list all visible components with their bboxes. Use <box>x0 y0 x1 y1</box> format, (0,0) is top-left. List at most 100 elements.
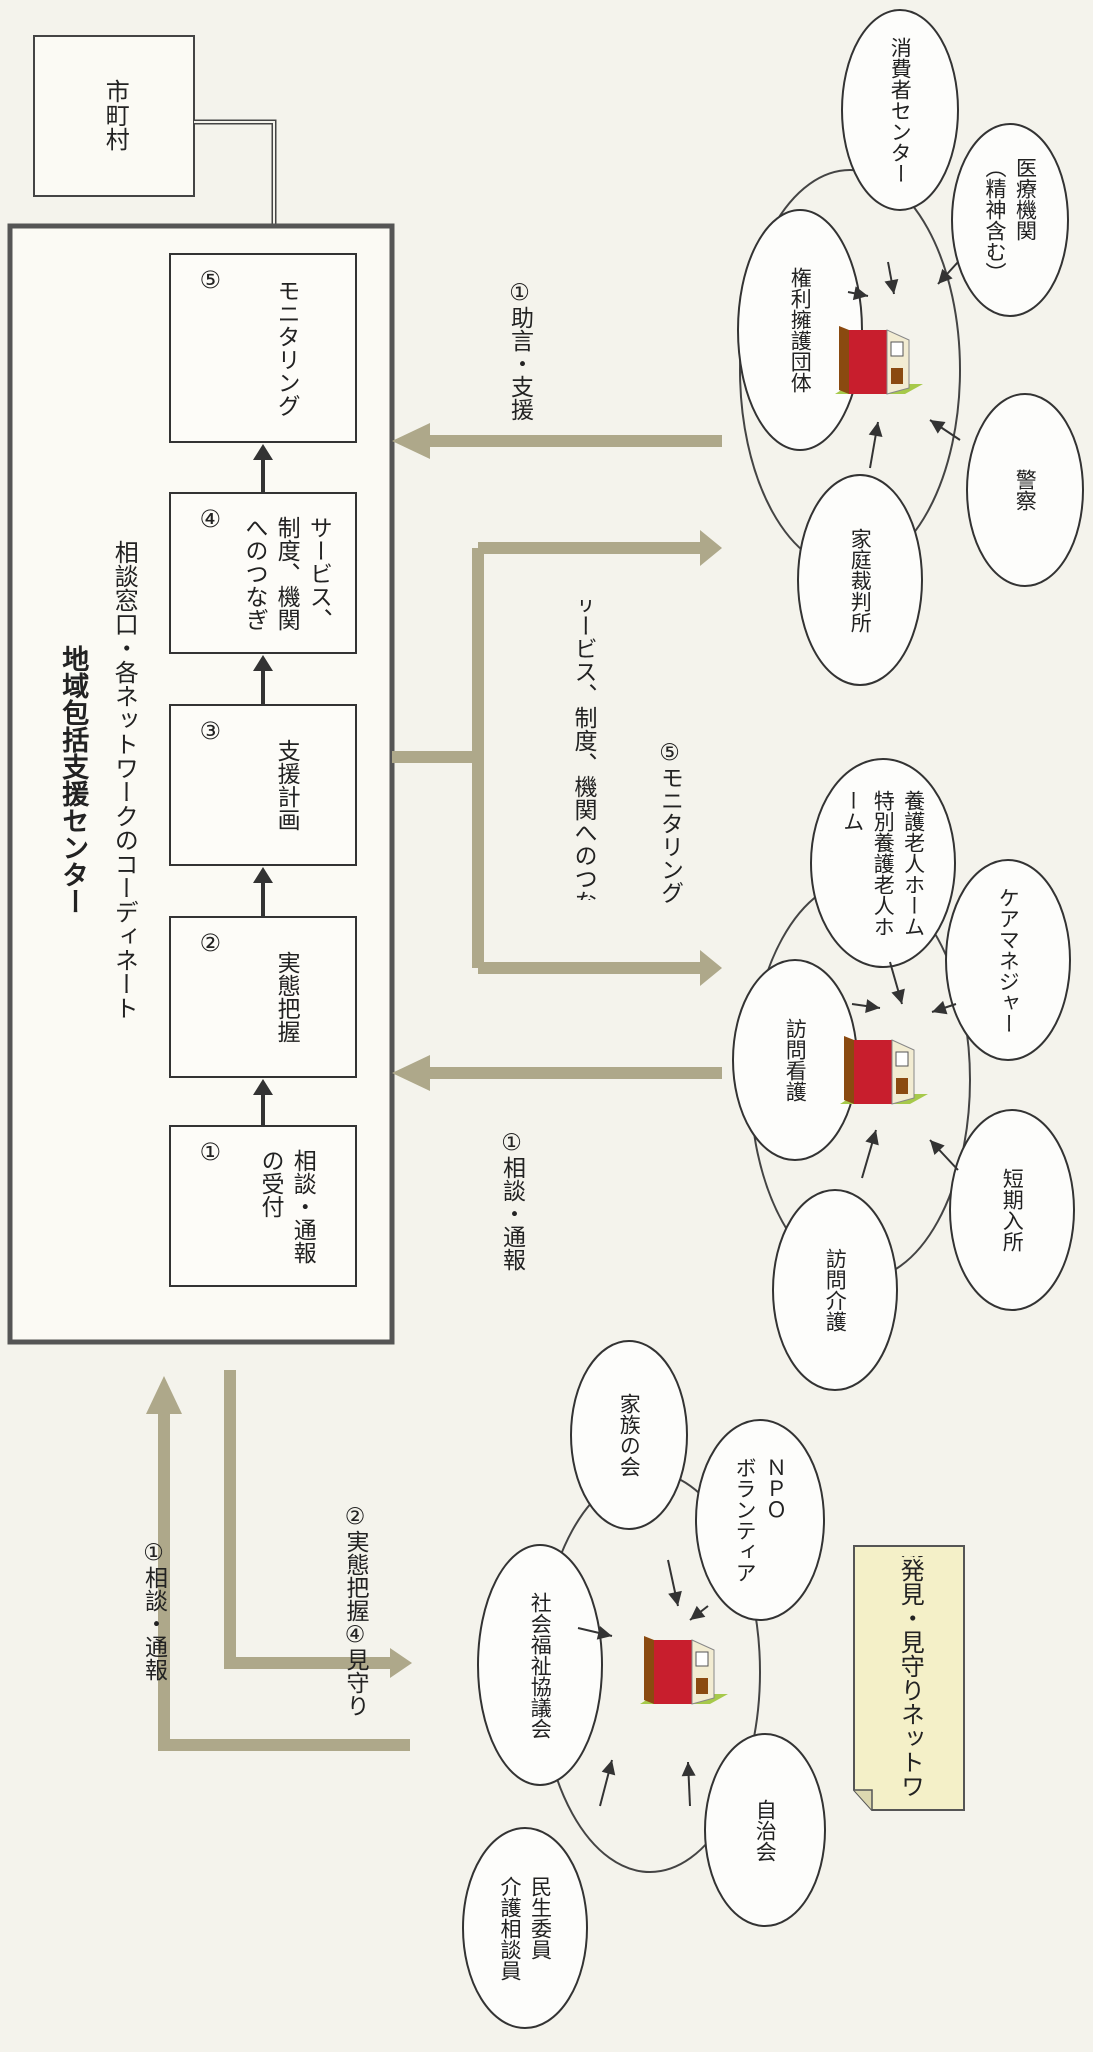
service-member-1: 訪問介護 <box>823 1248 847 1332</box>
service-member-1-ellipse <box>772 1189 898 1391</box>
service-arrow-3-head <box>891 988 905 1004</box>
flow-bottom-in: ①相談・通報 <box>141 1540 167 1681</box>
step-3-num-text: ③ <box>196 717 225 745</box>
center-title-text: 地域包括支援センター <box>57 645 89 915</box>
step-3-label-text: 支援計画 <box>273 739 300 831</box>
early_detection-member-5-text: 自治会 <box>753 1798 778 1862</box>
expert-arrow-4-head <box>938 268 953 284</box>
expert-house-wall <box>849 330 887 394</box>
expert-house <box>835 326 923 395</box>
early-detection-label-fold <box>854 1789 873 1810</box>
step-5-num: ⑤ <box>196 266 225 294</box>
flow-middle-out-line-1: ④サービス、制度、機関 <box>570 600 596 821</box>
service-house-wall <box>854 1040 892 1104</box>
middle-in-arrow-head <box>392 1055 430 1091</box>
municipality-box <box>33 35 195 197</box>
step-2-num: ② <box>196 929 224 957</box>
early_detection-house <box>640 1636 728 1705</box>
service-arrow-5-head <box>930 1140 945 1156</box>
middle-fork-bottom-head <box>700 950 722 986</box>
bottom-in-arrow-shaft <box>158 1412 410 1751</box>
step-1-label: 相談・通報 の受付 <box>257 1148 316 1264</box>
early_detection-arrow-3-head <box>668 1590 682 1606</box>
expert-member-5-text: 警察 <box>1013 469 1038 511</box>
step-4-num-text: ④ <box>196 505 225 533</box>
step-3-box <box>169 704 357 866</box>
service-house-door <box>896 1078 908 1094</box>
bottom-out-arrow-shaft <box>224 1370 392 1669</box>
expert-arrow-2-head <box>852 286 868 301</box>
step-arrow-head-1 <box>253 1079 273 1095</box>
step-3-label: 支援計画 <box>273 739 300 831</box>
step-1-label-text: 相談・通報 の受付 <box>257 1148 316 1264</box>
expert-member-2-text: 権利擁護団体 <box>788 267 813 393</box>
service-member-5-text: 短期入所 <box>1000 1168 1025 1252</box>
step-2-label-text: 実態把握 <box>273 951 300 1043</box>
step-5-box <box>169 253 357 443</box>
service-member-3-text: 養護老人ホーム 特別養護老人ホ ーム <box>840 789 926 937</box>
expert-member-1: 家庭裁判所 <box>848 527 873 633</box>
early_detection-member-3: 家族の会 <box>617 1393 641 1477</box>
service-house-side <box>891 1039 915 1105</box>
early-detection-label-textbox: 早期発見・見守りネットワーク <box>862 1556 958 1800</box>
expert-member-4-text: 医療機関 （精神含む） <box>983 157 1038 283</box>
early_detection-arrow-2-head <box>596 1625 612 1640</box>
early-detection-label-line-1: 早期発見・見守り <box>896 1556 925 1702</box>
flow-middle-out-text: ④サービス、制度、機関へのつなぎ <box>510 600 600 900</box>
expert-member-5: 警察 <box>1013 469 1038 511</box>
expert-member-4-ellipse <box>951 123 1069 317</box>
step-5-num-text: ⑤ <box>196 266 225 294</box>
service-member-3-ellipse <box>810 758 956 968</box>
service-house-window <box>895 1051 909 1067</box>
step-arrow-head-3 <box>253 655 273 671</box>
step-2-box <box>169 916 357 1078</box>
early_detection-house-wall <box>654 1640 692 1704</box>
flow-bottom-out-line-1: ②実態把握 <box>342 1503 368 1622</box>
service-arrow-1-head <box>865 1130 879 1146</box>
expert-house-side <box>886 329 910 395</box>
expert-member-1-text: 家庭裁判所 <box>848 527 873 633</box>
service-arrow-4-head <box>932 1000 948 1015</box>
early_detection-house-side <box>691 1639 715 1705</box>
flow-top-in-text: ①助言・支援 <box>506 279 533 421</box>
expert-member-3: 消費者センター <box>888 36 913 184</box>
expert-house-roof <box>839 326 849 394</box>
early-detection-label-line-2: ネットワーク <box>896 1702 925 1800</box>
municipality-label-text: 市町村 <box>101 79 130 151</box>
service-member-4: ケアマネジャー <box>996 887 1020 1034</box>
step-1-num: ① <box>196 1138 224 1166</box>
early_detection-house-roof <box>644 1636 654 1704</box>
early_detection-member-4-ellipse <box>695 1419 825 1621</box>
early_detection-arrow-1-head <box>601 1760 616 1776</box>
expert-member-3-text: 消費者センター <box>888 36 913 184</box>
expert-arrow-3-head <box>884 278 899 294</box>
service-arrow-2-head <box>865 999 880 1013</box>
step-2-label: 実態把握 <box>273 951 300 1043</box>
early_detection-member-5-ellipse <box>704 1733 826 1927</box>
expert-member-1-ellipse <box>797 474 923 686</box>
municipality-connector-inner <box>194 121 275 224</box>
flow-middle-monitor: ⑤モニタリング <box>656 740 683 904</box>
bottom-out-arrow-head <box>390 1648 412 1678</box>
step-4-label-text: サービス、 制度、機関 へのつなぎ <box>240 515 332 631</box>
early_detection-member-5: 自治会 <box>753 1798 778 1862</box>
early_detection-member-1-text: 民生委員 介護相談員 <box>498 1875 553 1981</box>
flow-middle-in: ①相談・通報 <box>498 1129 525 1271</box>
expert-member-2: 権利擁護団体 <box>788 267 813 393</box>
step-4-label: サービス、 制度、機関 へのつなぎ <box>240 515 332 631</box>
flow-middle-monitor-text: ⑤モニタリング <box>656 740 683 904</box>
flow-middle-in-text: ①相談・通報 <box>498 1129 525 1271</box>
bottom-in-arrow-head <box>146 1376 182 1414</box>
step-5-label-text: モニタリング <box>273 279 300 417</box>
center-subtitle: 相談窓口・各ネットワークのコーディネート <box>110 540 138 1020</box>
expert-arrow-5-head <box>930 420 946 434</box>
expert-member-4: 医療機関 （精神含む） <box>983 157 1038 283</box>
service-house-roof <box>844 1036 854 1104</box>
expert-member-3-ellipse <box>841 9 959 211</box>
early_detection-member-2-text: 社会福祉協議会 <box>528 1591 553 1739</box>
early_detection-member-2-ellipse <box>477 1544 603 1786</box>
